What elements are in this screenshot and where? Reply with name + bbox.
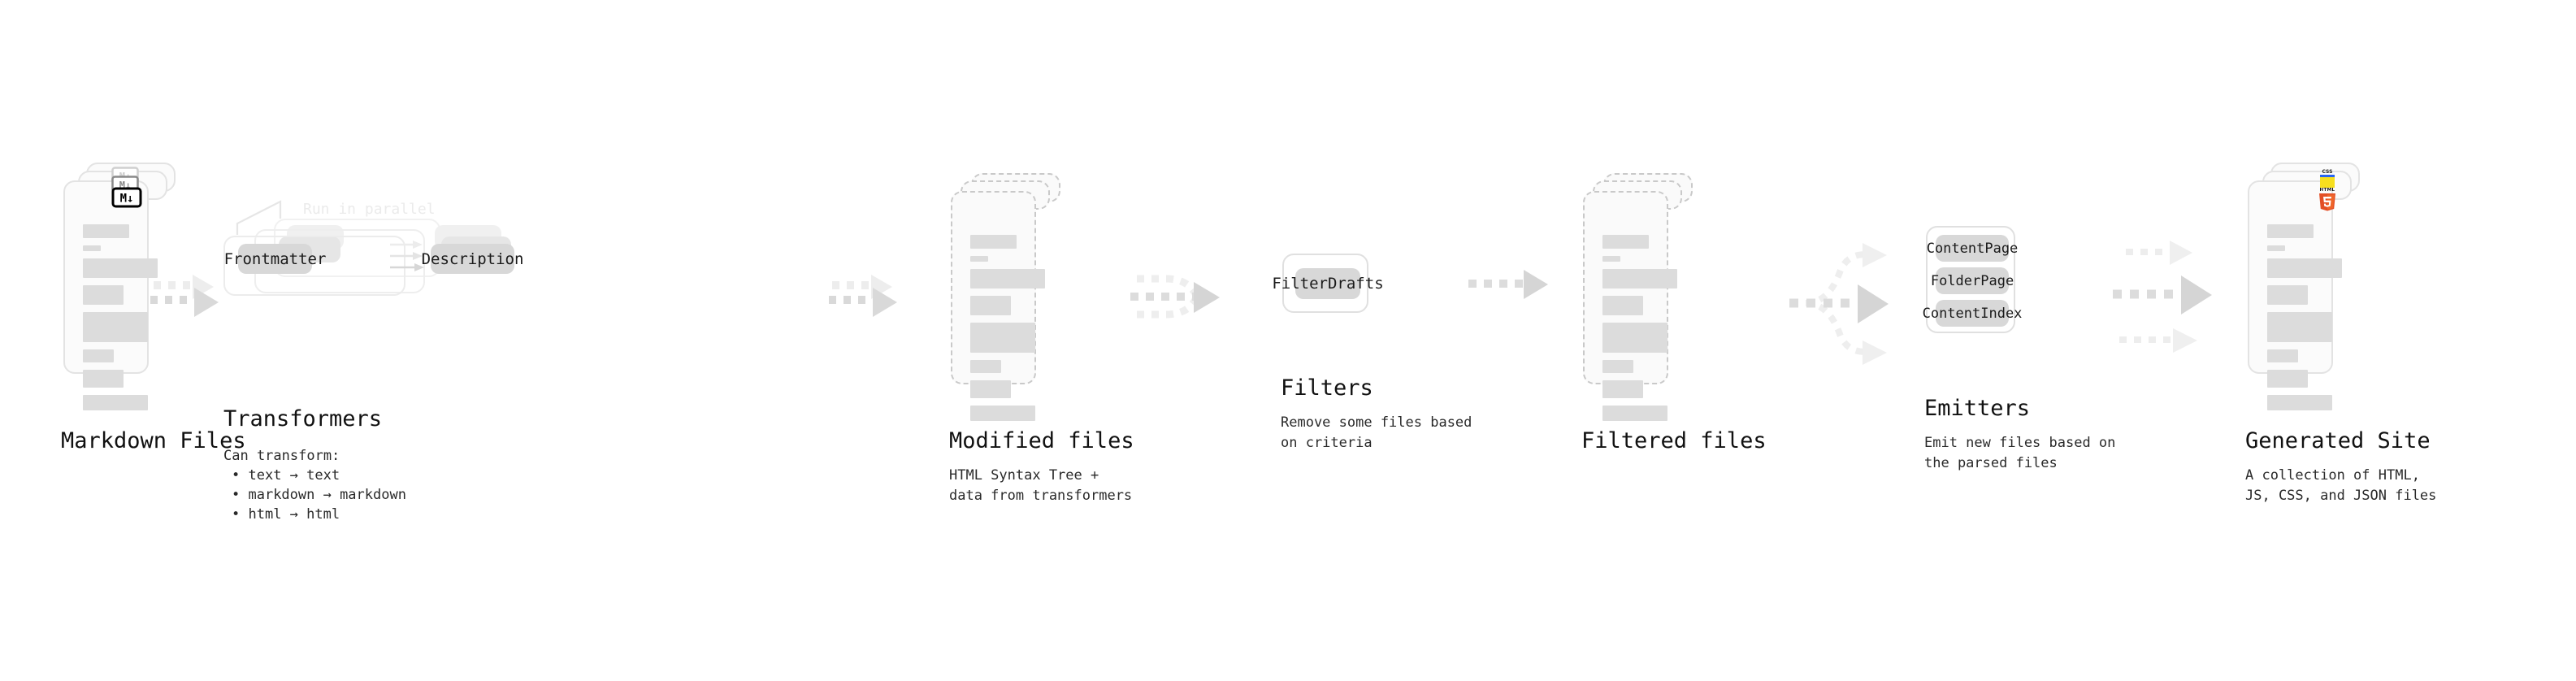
filters-title: Filters: [1281, 375, 1373, 401]
transformers-bullet-0-label: text → text: [248, 467, 340, 484]
transformers-bullet-2-label: html → html: [248, 506, 340, 523]
filters-description: Remove some files based on criteria: [1281, 414, 1472, 451]
run-in-parallel-label: Run in parallel: [303, 201, 436, 218]
connector-modified-to-filters: [1130, 275, 1220, 319]
emitters-title: Emitters: [1924, 396, 2031, 421]
transformers-bullet-1-label: markdown → markdown: [248, 487, 406, 503]
filtered-card-front: [1583, 191, 1677, 421]
html5-icon: HTML: [2319, 188, 2335, 211]
modified-files-description: HTML Syntax Tree + data from transformer…: [949, 467, 1133, 504]
transformers-bullet-2: • html → html: [232, 506, 340, 523]
transformer-panel-front: [223, 236, 405, 296]
transformers-bullet-0: • text → text: [232, 467, 340, 484]
emitter-chip-folderpage[interactable]: FolderPage: [1931, 267, 2014, 294]
svg-text:M↓: M↓: [120, 193, 134, 206]
transformers-description: Can transform:: [223, 448, 340, 464]
connector-transformers-to-modified: [829, 275, 897, 317]
svg-text:HTML: HTML: [2320, 188, 2335, 193]
generated-site-description: A collection of HTML, JS, CSS, and JSON …: [2245, 467, 2437, 504]
filtered-files-title: Filtered files: [1581, 428, 1767, 453]
markdown-card-content-lines: [83, 224, 158, 418]
transformers-bullet-1: • markdown → markdown: [232, 487, 406, 503]
emitters-description: Emit new files based on the parsed files: [1924, 435, 2116, 471]
transformers-title: Transformers: [223, 406, 383, 432]
run-in-parallel-brace: [236, 200, 282, 235]
site-card-front: [2248, 180, 2342, 410]
site-card-content-lines: [2267, 224, 2342, 418]
transformer-chip-frontmatter[interactable]: Frontmatter: [224, 244, 326, 274]
js-icon: [2320, 177, 2335, 188]
emitter-chip-contentindex[interactable]: ContentIndex: [1923, 300, 2022, 327]
filtered-card-content-lines: [1602, 235, 1677, 428]
generated-site-title: Generated Site: [2245, 428, 2431, 453]
markdown-card-front: [63, 180, 158, 410]
modified-files-title: Modified files: [949, 428, 1134, 453]
connector-emitters-to-site: [2113, 241, 2212, 353]
markdown-files-title: Markdown Files: [61, 428, 246, 453]
modified-card-front: [951, 191, 1045, 421]
markdown-icon: M↓: [111, 187, 142, 208]
filters-box: FilterDrafts: [1272, 254, 1384, 313]
css3-icon: CSS: [2320, 169, 2335, 178]
emitters-box: ContentPage FolderPage ContentIndex: [1923, 226, 2022, 333]
transformer-chip-description[interactable]: Description: [422, 244, 523, 274]
modified-card-content-lines: [970, 235, 1045, 428]
emitter-chip-contentpage[interactable]: ContentPage: [1927, 235, 2018, 262]
transformer-internal-arrows: [390, 241, 424, 271]
connector-filters-to-filtered: [1468, 270, 1548, 299]
svg-text:CSS: CSS: [2322, 169, 2333, 175]
connector-markdown-to-transformers: [150, 275, 219, 317]
connector-filtered-to-emitters: [1789, 243, 1889, 365]
filter-chip-filterdrafts[interactable]: FilterDrafts: [1272, 268, 1384, 299]
